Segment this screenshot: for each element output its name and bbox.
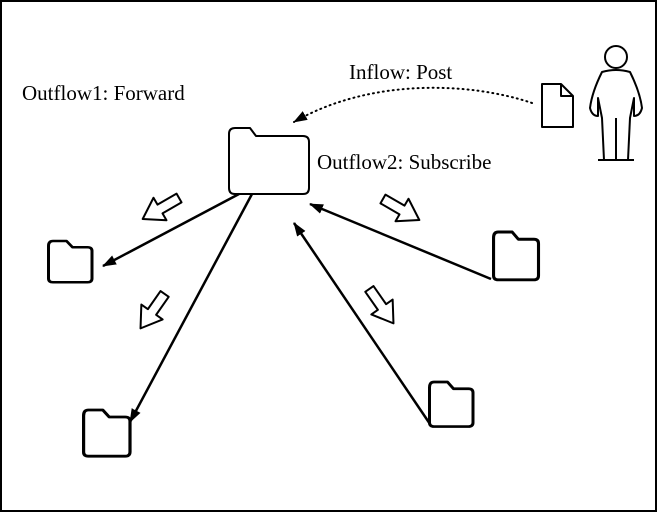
outflow-line-left — [102, 192, 240, 268]
person-icon — [589, 45, 643, 161]
inflow-arrow — [293, 86, 533, 123]
subscribe-line-bottom-right — [292, 222, 432, 425]
outflow-line-bottom-left — [128, 193, 254, 423]
hollow-arrow-icon — [357, 280, 406, 332]
subscribe-line-right — [309, 202, 492, 281]
hollow-arrow-icon — [135, 185, 187, 232]
inflow-label: Inflow: Post — [349, 60, 452, 84]
hollow-arrow-icon — [128, 285, 177, 337]
folder-icon-right — [491, 230, 541, 282]
folder-icon-left — [47, 239, 94, 284]
outflow1-label: Outflow1: Forward — [22, 81, 185, 105]
folder-icon-bottom-right — [428, 380, 475, 429]
central-folder-icon — [228, 127, 310, 195]
outflow2-label: Outflow2: Subscribe — [317, 150, 491, 174]
document-icon — [541, 83, 574, 128]
hollow-arrow-icon — [375, 186, 427, 233]
folder-icon-bottom-left — [81, 408, 132, 458]
